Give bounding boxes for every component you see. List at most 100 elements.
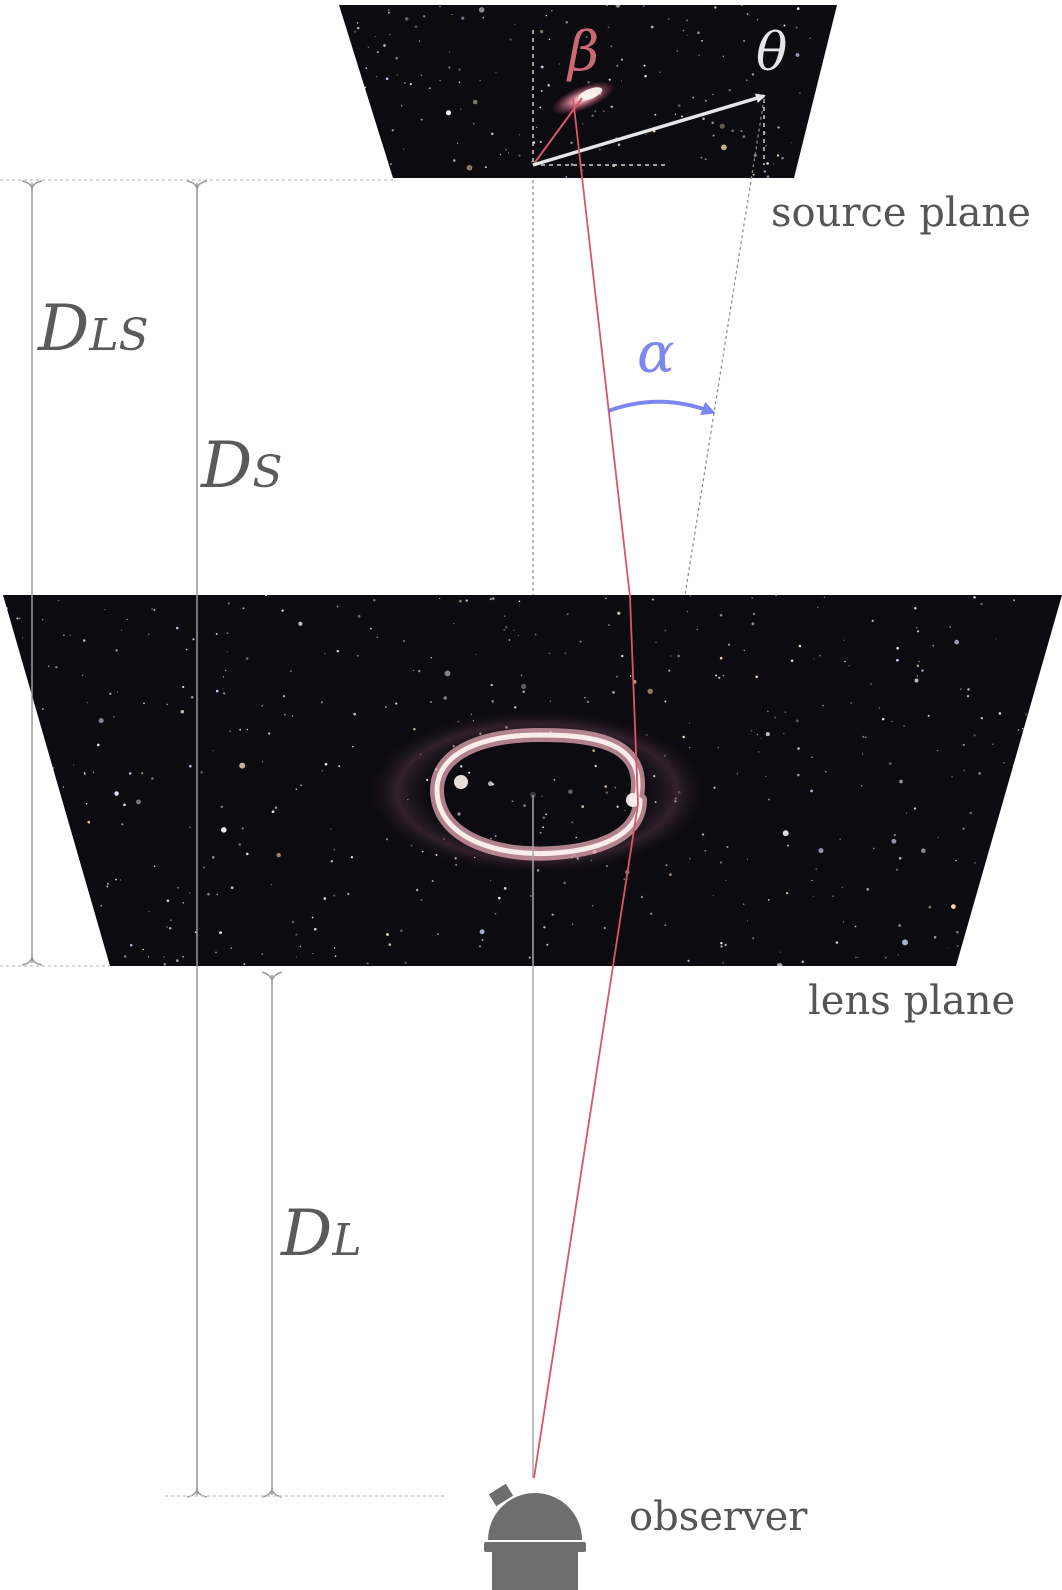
star	[832, 895, 834, 897]
d-s-label: DS	[200, 429, 282, 503]
star	[811, 756, 813, 758]
star	[650, 912, 653, 915]
star	[239, 728, 242, 731]
star	[644, 74, 647, 78]
star	[992, 743, 994, 745]
star	[956, 930, 959, 934]
d-l-label: DL	[280, 1197, 362, 1271]
star	[227, 602, 230, 605]
star	[509, 38, 512, 41]
star	[62, 786, 64, 788]
star	[546, 943, 549, 946]
star	[475, 653, 477, 656]
star	[1025, 713, 1028, 716]
star	[720, 942, 723, 945]
star	[153, 608, 156, 612]
star	[121, 629, 123, 631]
star	[300, 784, 302, 786]
star	[750, 729, 753, 732]
star	[324, 762, 328, 766]
star	[246, 852, 249, 856]
star	[551, 913, 554, 916]
star	[69, 634, 72, 637]
star	[177, 886, 179, 889]
star	[854, 956, 857, 959]
star	[871, 619, 874, 623]
star	[428, 87, 431, 90]
star	[701, 833, 705, 836]
star	[395, 702, 398, 705]
star	[752, 173, 755, 176]
star	[489, 597, 492, 601]
star	[163, 956, 166, 958]
star	[973, 595, 976, 599]
star	[903, 725, 905, 727]
star	[25, 701, 28, 704]
star	[881, 718, 885, 721]
star	[298, 621, 303, 626]
star	[338, 765, 341, 768]
star	[995, 638, 997, 640]
star	[404, 82, 406, 84]
lens-plane	[3, 595, 1062, 966]
star	[390, 163, 393, 166]
star	[623, 878, 626, 880]
star	[153, 865, 156, 867]
star	[686, 19, 688, 22]
star	[795, 53, 800, 57]
star	[104, 609, 106, 611]
star	[643, 64, 646, 67]
star	[534, 633, 537, 636]
star	[872, 847, 875, 850]
star	[151, 777, 154, 780]
star	[490, 683, 493, 687]
star	[610, 45, 613, 48]
star	[844, 660, 846, 663]
star	[787, 844, 789, 847]
star	[795, 719, 799, 723]
star	[677, 654, 680, 658]
star	[420, 118, 423, 121]
star	[439, 597, 441, 599]
star	[40, 819, 43, 822]
star	[751, 597, 753, 599]
star	[504, 615, 506, 617]
star	[241, 827, 244, 830]
star	[1049, 855, 1052, 857]
star	[333, 894, 336, 897]
star	[774, 716, 777, 719]
star	[97, 743, 100, 747]
star	[430, 657, 432, 659]
star	[998, 712, 1002, 715]
star	[212, 750, 214, 752]
star	[356, 26, 360, 30]
star	[835, 941, 839, 944]
star	[928, 905, 932, 909]
star	[385, 706, 387, 708]
star	[21, 867, 23, 869]
theta-vector	[532, 93, 766, 167]
star	[962, 743, 965, 746]
star	[591, 114, 594, 117]
star	[711, 121, 714, 125]
star	[796, 773, 800, 777]
star	[540, 90, 543, 92]
star	[490, 132, 494, 136]
star	[866, 888, 870, 891]
star	[229, 730, 231, 733]
star	[364, 86, 367, 89]
star	[374, 35, 376, 37]
star	[752, 612, 756, 616]
star	[420, 899, 423, 902]
star	[719, 861, 722, 864]
light-ray-path	[533, 97, 639, 1479]
star	[17, 738, 20, 740]
star	[692, 96, 695, 99]
star	[221, 827, 227, 833]
star	[1055, 930, 1059, 933]
star	[495, 71, 497, 73]
star	[848, 664, 851, 667]
star	[916, 627, 918, 629]
star	[743, 903, 745, 905]
star	[63, 634, 65, 637]
